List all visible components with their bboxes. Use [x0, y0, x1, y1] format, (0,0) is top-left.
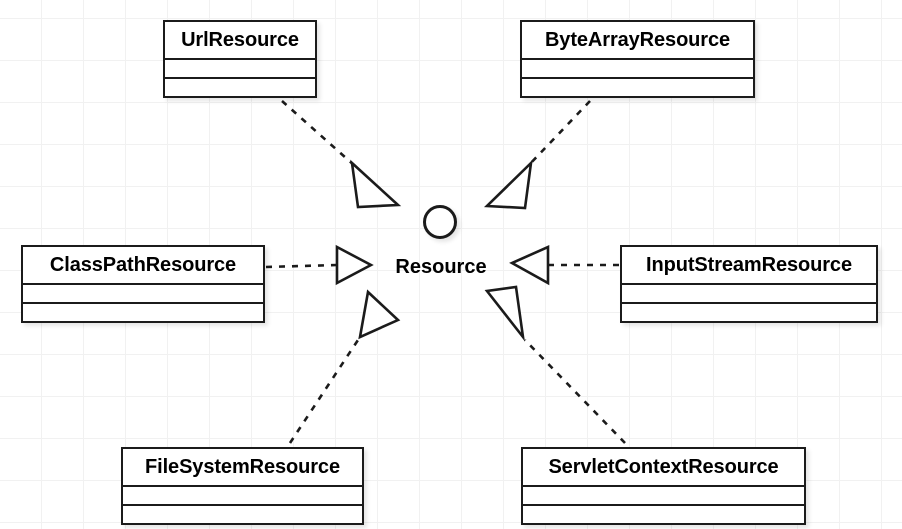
attributes-compartment — [622, 285, 876, 304]
attributes-compartment — [522, 60, 753, 79]
operations-compartment — [23, 304, 263, 323]
attributes-compartment — [123, 487, 362, 506]
resource-interface-label: Resource — [395, 256, 487, 278]
dashed-connector — [288, 339, 360, 444]
operations-compartment — [523, 506, 804, 525]
attributes-compartment — [23, 285, 263, 304]
class-name-label: ClassPathResource — [23, 247, 263, 285]
attributes-compartment — [165, 60, 315, 79]
class-name-label: UrlResource — [165, 22, 315, 60]
operations-compartment — [123, 506, 362, 525]
class-name-label: ByteArrayResource — [522, 22, 753, 60]
hollow-triangle-arrowhead — [350, 159, 402, 209]
operations-compartment — [522, 79, 753, 98]
dashed-connector — [524, 339, 626, 444]
uml-class-byte-array-resource[interactable]: ByteArrayResource — [520, 20, 755, 98]
dashed-connector — [265, 263, 338, 269]
uml-class-file-system-resource[interactable]: FileSystemResource — [121, 447, 364, 525]
dashed-connector — [281, 100, 356, 167]
resource-interface-circle-icon — [423, 205, 457, 239]
uml-class-servlet-context-resource[interactable]: ServletContextResource — [521, 447, 806, 525]
uml-class-input-stream-resource[interactable]: InputStreamResource — [620, 245, 878, 323]
dashed-connector — [527, 100, 591, 167]
edge-byte-array-resource-to-resource — [483, 100, 591, 210]
edge-servlet-context-resource-to-resource — [484, 285, 626, 444]
hollow-triangle-arrowhead — [358, 289, 401, 340]
edge-file-system-resource-to-resource — [288, 289, 401, 444]
class-name-label: InputStreamResource — [622, 247, 876, 285]
attributes-compartment — [523, 487, 804, 506]
class-name-label: ServletContextResource — [523, 449, 804, 487]
class-name-label: FileSystemResource — [123, 449, 362, 487]
edge-url-resource-to-resource — [281, 100, 402, 209]
hollow-triangle-arrowhead — [484, 285, 525, 342]
uml-class-url-resource[interactable]: UrlResource — [163, 20, 317, 98]
uml-class-class-path-resource[interactable]: ClassPathResource — [21, 245, 265, 323]
hollow-triangle-arrowhead — [483, 159, 533, 210]
operations-compartment — [622, 304, 876, 323]
operations-compartment — [165, 79, 315, 98]
